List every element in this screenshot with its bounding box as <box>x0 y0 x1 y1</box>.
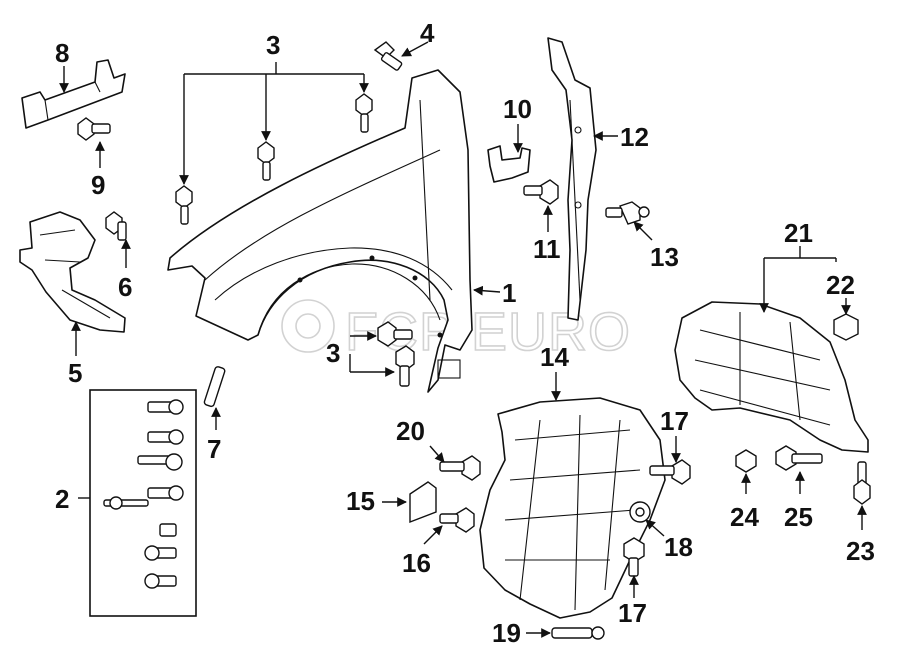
callout-25: 25 <box>784 502 813 532</box>
callout-10: 10 <box>503 94 532 124</box>
callout-7: 7 <box>207 434 221 464</box>
callout-15: 15 <box>346 486 375 516</box>
hardware-kit-box <box>89 389 197 617</box>
callout-16: 16 <box>402 548 431 578</box>
callout-13: 13 <box>650 242 679 272</box>
clip-bracket <box>487 145 531 183</box>
fender-seal-strip <box>547 37 597 321</box>
fasteners <box>77 41 871 640</box>
callout-19: 19 <box>492 618 521 648</box>
callout-11: 11 <box>533 234 561 264</box>
callout-6: 6 <box>118 272 132 302</box>
rear-fender-liner <box>674 301 869 453</box>
callout-5: 5 <box>68 358 82 388</box>
leader-lines <box>59 41 867 638</box>
front-fender-liner <box>479 397 666 619</box>
callout-8: 8 <box>55 38 69 68</box>
callout-3a: 3 <box>266 30 280 60</box>
callout-9: 9 <box>91 170 105 200</box>
callout-17a: 17 <box>660 406 689 436</box>
fender-panel <box>167 69 473 393</box>
callout-22: 22 <box>826 270 855 300</box>
callout-12: 12 <box>620 122 649 152</box>
callout-17b: 17 <box>618 598 647 628</box>
callout-4: 4 <box>420 18 435 48</box>
callout-24: 24 <box>730 502 759 532</box>
fender-support-bracket <box>19 211 126 333</box>
callout-23: 23 <box>846 536 875 566</box>
callout-14: 14 <box>540 342 569 372</box>
upper-bracket <box>21 59 126 129</box>
callout-21: 21 <box>784 218 813 248</box>
callout-2: 2 <box>55 484 69 514</box>
callout-18: 18 <box>664 532 693 562</box>
callout-20: 20 <box>396 416 425 446</box>
callout-3b: 3 <box>326 338 340 368</box>
callout-labels: 3 4 8 9 6 5 7 2 1 3 10 11 12 13 14 20 15… <box>55 18 875 648</box>
callout-1: 1 <box>502 278 516 308</box>
